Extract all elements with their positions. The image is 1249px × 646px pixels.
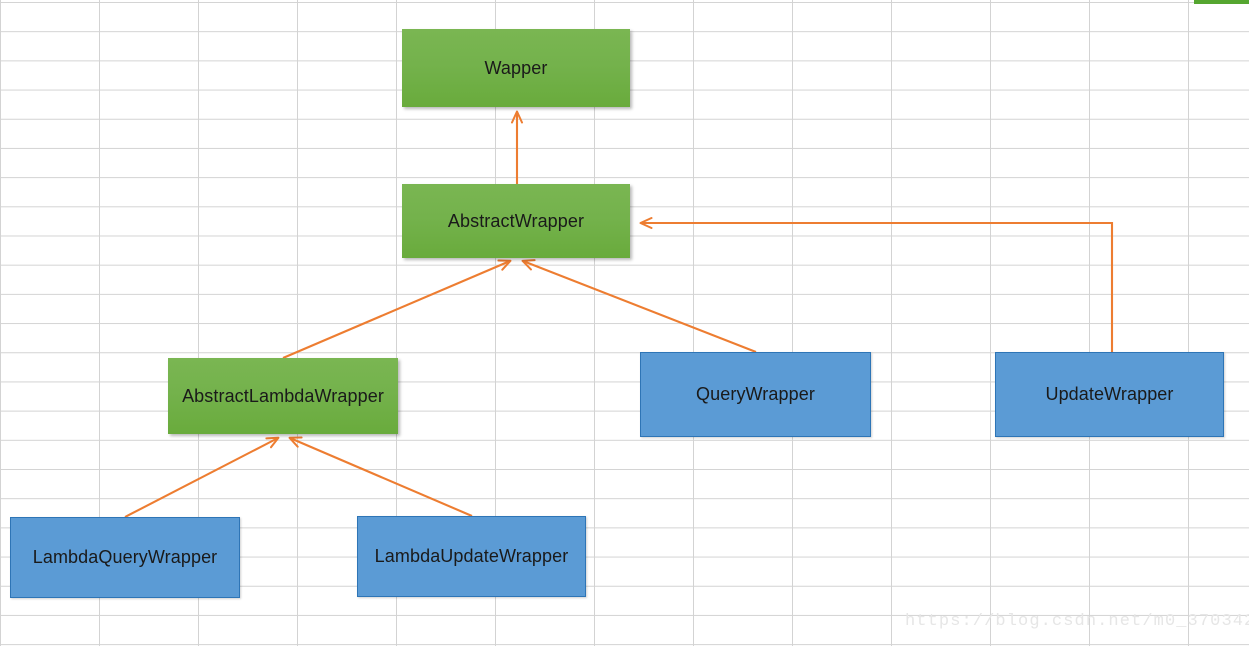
node-lambda-update-wrapper-label: LambdaUpdateWrapper [374,546,569,567]
node-lambda-query-wrapper-label: LambdaQueryWrapper [32,547,218,568]
node-lambda-query-wrapper[interactable]: LambdaQueryWrapper [10,517,240,598]
edge-updatewrapper-to-abstractwrapper [639,217,1114,352]
node-query-wrapper-label: QueryWrapper [696,384,815,405]
edge-querywrapper-to-abstractwrapper [521,259,757,353]
node-update-wrapper-label: UpdateWrapper [1045,384,1174,405]
node-abstract-lambda-wrapper-label: AbstractLambdaWrapper [182,385,384,406]
edge-lambdaquerywrapper-to-abstractlambdawrapper [124,436,280,518]
node-abstract-wrapper-label: AbstractWrapper [447,210,585,231]
edge-abstractlambdawrapper-to-abstractwrapper [282,259,512,359]
node-wapper[interactable]: Wapper [402,29,630,107]
node-lambda-update-wrapper[interactable]: LambdaUpdateWrapper [357,516,586,597]
node-abstract-lambda-wrapper[interactable]: AbstractLambdaWrapper [168,358,398,434]
node-update-wrapper[interactable]: UpdateWrapper [995,352,1224,437]
top-accent-bar [1194,0,1249,4]
node-abstract-wrapper[interactable]: AbstractWrapper [402,184,630,258]
node-query-wrapper[interactable]: QueryWrapper [640,352,871,437]
edge-lambdaupdatewrapper-to-abstractlambdawrapper [288,436,473,517]
node-wapper-label: Wapper [484,57,548,78]
watermark-text: https://blog.csdn.net/m0_37034294 [905,612,1249,631]
